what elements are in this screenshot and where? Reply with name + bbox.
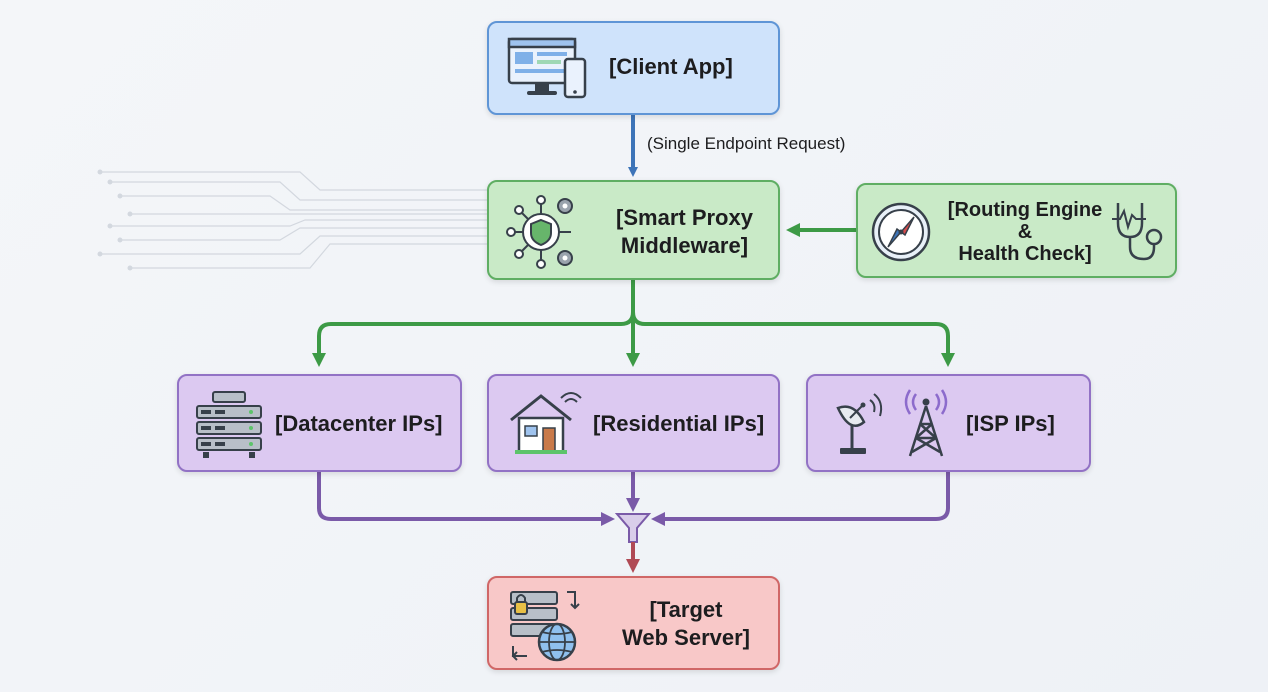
secure-server-globe-icon xyxy=(510,591,580,662)
residential-ips-label: [Residential IPs] xyxy=(593,411,765,436)
target-web-server-label: [Target Web Server] xyxy=(622,597,750,650)
datacenter-ips-label: [Datacenter IPs] xyxy=(275,411,443,436)
routing-engine-label: [Routing Engine & Health Check] xyxy=(947,199,1103,265)
client-app-label: [Client App] xyxy=(609,54,733,79)
circuit-decoration xyxy=(100,171,487,269)
compass-icon xyxy=(871,202,931,262)
house-wifi-icon xyxy=(510,392,582,454)
shield-network-gears-icon xyxy=(506,195,573,269)
radio-tower-icon xyxy=(904,389,948,457)
smart-proxy-node[interactable]: [Smart Proxy Middleware] xyxy=(487,180,780,280)
server-rack-icon xyxy=(196,391,262,458)
edge-proxy-to-pools xyxy=(312,280,955,367)
satellite-dish-icon xyxy=(836,393,883,454)
residential-ips-node[interactable]: [Residential IPs] xyxy=(487,374,780,472)
target-web-server-node[interactable]: [Target Web Server] xyxy=(487,576,780,670)
stethoscope-icon xyxy=(1112,203,1163,261)
browser-and-phone-icon xyxy=(507,37,587,99)
client-app-node[interactable]: [Client App] xyxy=(487,21,780,115)
edge-label-single-endpoint: (Single Endpoint Request) xyxy=(647,134,846,153)
isp-ips-label: [ISP IPs] xyxy=(966,411,1055,436)
datacenter-ips-node[interactable]: [Datacenter IPs] xyxy=(177,374,462,472)
edge-pools-to-funnel xyxy=(317,472,950,526)
isp-ips-node[interactable]: [ISP IPs] xyxy=(806,374,1091,472)
smart-proxy-label: [Smart Proxy Middleware] xyxy=(616,205,753,258)
funnel-icon xyxy=(614,513,652,543)
routing-engine-node[interactable]: [Routing Engine & Health Check] xyxy=(856,183,1177,278)
